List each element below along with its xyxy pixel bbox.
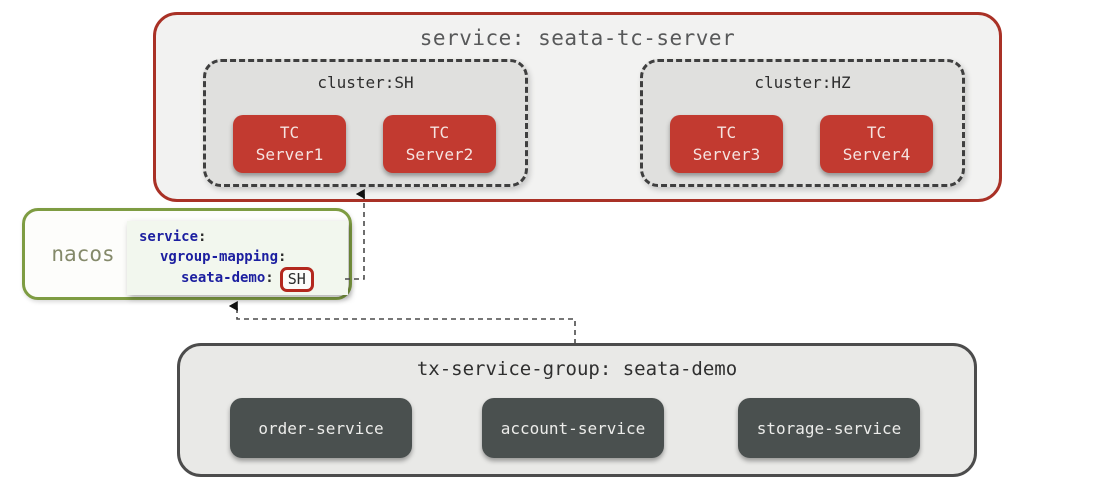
yaml-colon: :	[198, 229, 207, 245]
tx-service-group-title: tx-service-group: seata-demo	[416, 358, 738, 380]
tc-server3-node: TC Server3	[670, 115, 783, 173]
nacos-box: nacos service: vgroup-mapping: seata-dem…	[22, 208, 352, 300]
account-service-node: account-service	[482, 398, 664, 458]
cluster-hz-label: cluster:HZ	[754, 73, 851, 92]
tc-server-group-box: service: seata-tc-server cluster:SH TC S…	[153, 12, 1002, 202]
order-service-node: order-service	[230, 398, 412, 458]
nacos-config-snippet: service: vgroup-mapping: seata-demo: SH	[127, 221, 348, 295]
storage-service-node: storage-service	[738, 398, 920, 458]
yaml-key: service	[139, 229, 199, 245]
cluster-sh-label: cluster:SH	[317, 73, 414, 92]
cluster-mapping-value: SH	[279, 267, 314, 292]
yaml-key: seata-demo	[181, 270, 266, 286]
yaml-key: vgroup-mapping	[160, 249, 279, 265]
nacos-label: nacos	[51, 242, 115, 266]
tc-server1-node: TC Server1	[233, 115, 346, 173]
cluster-hz-box: cluster:HZ TC Server3 TC Server4	[640, 59, 965, 187]
arrow-group-to-nacos	[228, 301, 576, 344]
config-line-service: service:	[139, 227, 348, 247]
yaml-colon: :	[278, 249, 287, 265]
tc-server2-node: TC Server2	[383, 115, 496, 173]
tc-server4-node: TC Server4	[820, 115, 933, 173]
config-line-seata-demo: seata-demo: SH	[139, 267, 348, 292]
cluster-sh-box: cluster:SH TC Server1 TC Server2	[203, 59, 528, 187]
tc-server-group-title: service: seata-tc-server	[419, 26, 736, 50]
config-line-vgroup-mapping: vgroup-mapping:	[139, 247, 348, 267]
yaml-colon: :	[265, 270, 274, 286]
tx-service-group-box: tx-service-group: seata-demo order-servi…	[177, 343, 977, 477]
